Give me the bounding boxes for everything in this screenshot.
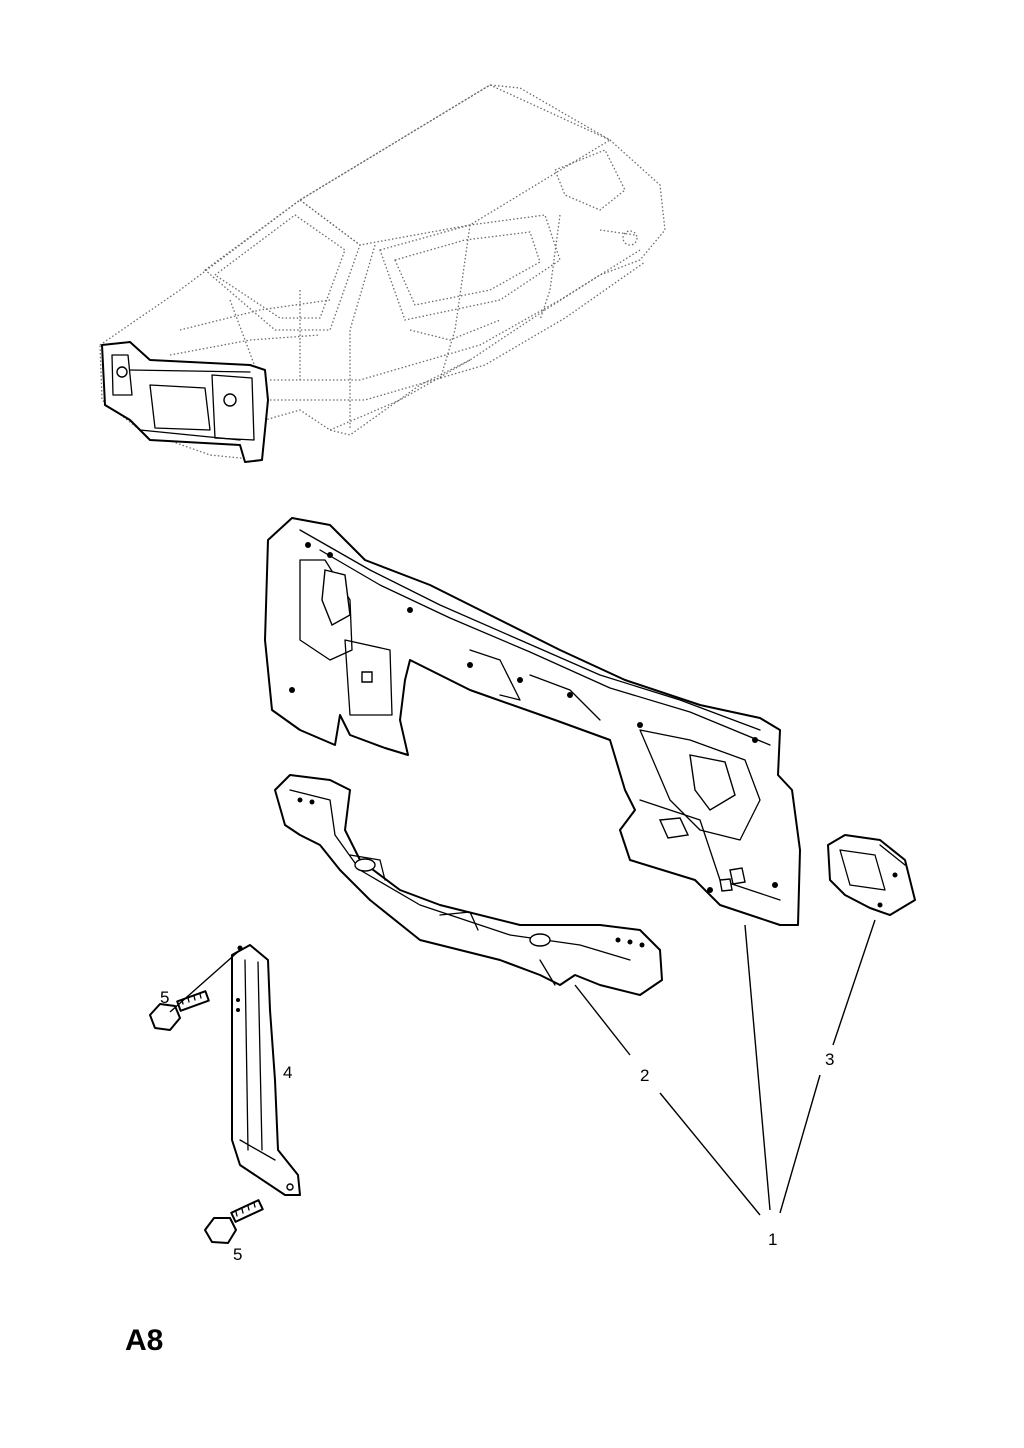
corner-bracket [827, 834, 916, 916]
vehicle-body-overview [99, 84, 666, 463]
callout-3: 3 [825, 1050, 834, 1069]
callout-5-upper: 5 [160, 988, 169, 1007]
bolt-lower [204, 1199, 264, 1244]
bolt-upper [149, 990, 210, 1031]
callout-1: 1 [768, 1230, 777, 1249]
lower-cross-member [274, 774, 663, 996]
page-code: A8 [125, 1324, 163, 1357]
callout-2: 2 [640, 1066, 649, 1085]
callout-4: 4 [283, 1063, 292, 1082]
callout-5-lower: 5 [233, 1245, 242, 1264]
leader-lines [169, 919, 876, 1216]
support-strut [231, 944, 301, 1196]
front-panel-assembly [264, 517, 801, 926]
